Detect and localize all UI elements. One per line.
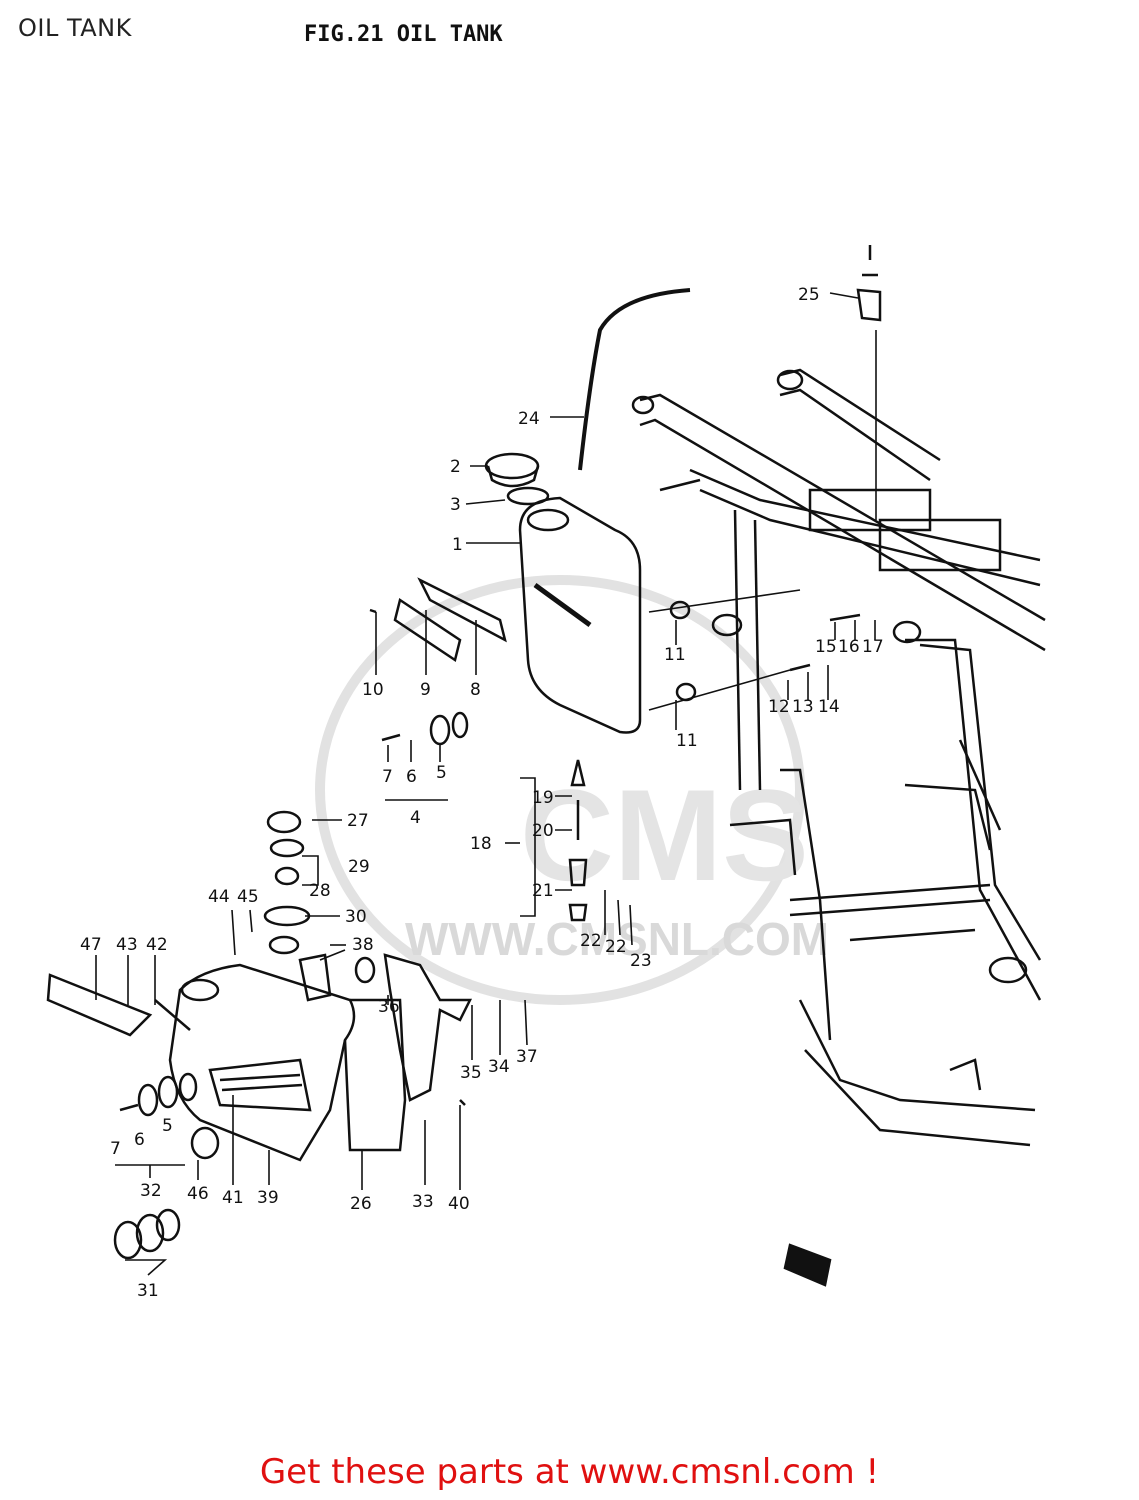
label-44: 44 <box>208 887 230 907</box>
label-11-lower: 11 <box>676 731 698 751</box>
label-7-lower: 7 <box>110 1139 121 1159</box>
label-19: 19 <box>532 788 554 808</box>
label-47: 47 <box>80 935 102 955</box>
label-25: 25 <box>798 285 820 305</box>
label-46: 46 <box>187 1184 209 1204</box>
label-35: 35 <box>460 1063 482 1083</box>
label-17: 17 <box>862 637 884 657</box>
label-14: 14 <box>818 697 840 717</box>
label-26: 26 <box>350 1194 372 1214</box>
label-40: 40 <box>448 1194 470 1214</box>
watermark: CMS WWW.CMSNL.COM <box>315 575 829 1005</box>
label-12: 12 <box>768 697 790 717</box>
label-8: 8 <box>470 680 481 700</box>
label-5-lower: 5 <box>162 1116 173 1136</box>
label-43: 43 <box>116 935 138 955</box>
page-title: OIL TANK <box>18 14 132 42</box>
label-22-left: 22 <box>580 931 602 951</box>
label-5-upper: 5 <box>436 763 447 783</box>
label-11-upper: 11 <box>664 645 686 665</box>
label-2: 2 <box>450 457 461 477</box>
label-21: 21 <box>532 881 554 901</box>
label-39: 39 <box>257 1188 279 1208</box>
label-27: 27 <box>347 811 369 831</box>
label-10: 10 <box>362 680 384 700</box>
label-7-upper: 7 <box>382 767 393 787</box>
label-42: 42 <box>146 935 168 955</box>
label-3: 3 <box>450 495 461 515</box>
label-1: 1 <box>452 535 463 555</box>
label-33: 33 <box>412 1192 434 1212</box>
label-41: 41 <box>222 1188 244 1208</box>
label-16: 16 <box>838 637 860 657</box>
label-37: 37 <box>516 1047 538 1067</box>
label-30: 30 <box>345 907 367 927</box>
watermark-url: WWW.CMSNL.COM <box>405 913 829 965</box>
label-9: 9 <box>420 680 431 700</box>
watermark-logo: CMS <box>520 762 809 908</box>
label-24: 24 <box>518 409 540 429</box>
label-31: 31 <box>137 1281 159 1301</box>
label-28: 28 <box>309 881 331 901</box>
label-32: 32 <box>140 1181 162 1201</box>
leader-lines <box>95 292 877 1276</box>
label-36: 36 <box>378 997 400 1017</box>
label-18: 18 <box>470 834 492 854</box>
figure-title: FIG.21 OIL TANK <box>304 22 503 47</box>
label-6-lower: 6 <box>134 1130 145 1150</box>
label-20: 20 <box>532 821 554 841</box>
part-labels: 2 3 1 24 25 10 9 8 11 11 15 16 17 12 13 … <box>80 285 884 1301</box>
label-13: 13 <box>792 697 814 717</box>
label-29: 29 <box>348 857 370 877</box>
label-23: 23 <box>630 951 652 971</box>
label-22-right: 22 <box>605 937 627 957</box>
frame <box>631 368 1046 1147</box>
footer-promo-link[interactable]: Get these parts at www.cmsnl.com ! <box>259 1452 880 1492</box>
oil-tank-lower <box>46 810 832 1287</box>
label-45: 45 <box>237 887 259 907</box>
label-6-upper: 6 <box>406 767 417 787</box>
label-38: 38 <box>352 935 374 955</box>
label-4: 4 <box>410 808 421 828</box>
label-15: 15 <box>815 637 837 657</box>
label-34: 34 <box>488 1057 510 1077</box>
